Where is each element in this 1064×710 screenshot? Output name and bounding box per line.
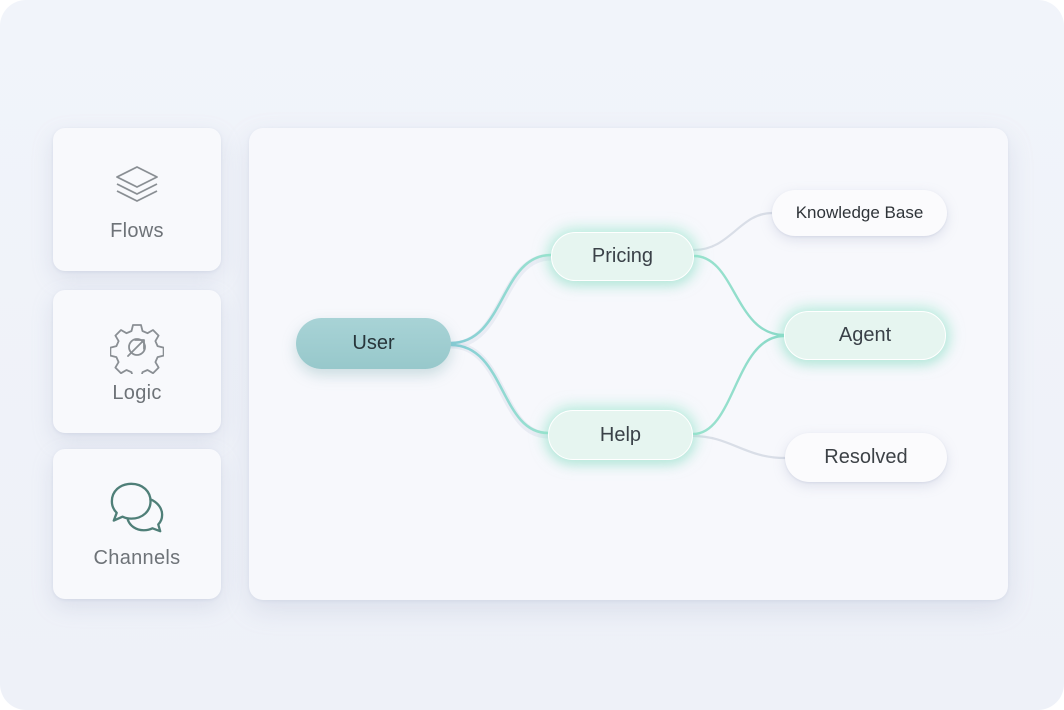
flow-node-help[interactable]: Help <box>548 410 693 460</box>
flow-node-resolved[interactable]: Resolved <box>785 433 947 482</box>
sidebar-item-logic[interactable]: Logic <box>53 290 221 433</box>
sidebar-item-label: Flows <box>110 220 164 242</box>
gear-arrow-icon <box>108 318 166 376</box>
sidebar-item-label: Channels <box>93 546 181 569</box>
flow-node-pricing[interactable]: Pricing <box>551 232 694 281</box>
flow-node-agent[interactable]: Agent <box>784 311 946 360</box>
flow-node-user[interactable]: User <box>296 318 451 369</box>
sidebar-item-flows[interactable]: Flows <box>53 128 221 271</box>
chat-bubbles-icon <box>108 479 166 537</box>
sidebar-item-label: Logic <box>112 382 162 404</box>
sidebar-item-channels[interactable]: Channels <box>53 449 221 599</box>
layers-icon <box>108 156 166 214</box>
flow-node-knowledge-base[interactable]: Knowledge Base <box>772 190 947 236</box>
